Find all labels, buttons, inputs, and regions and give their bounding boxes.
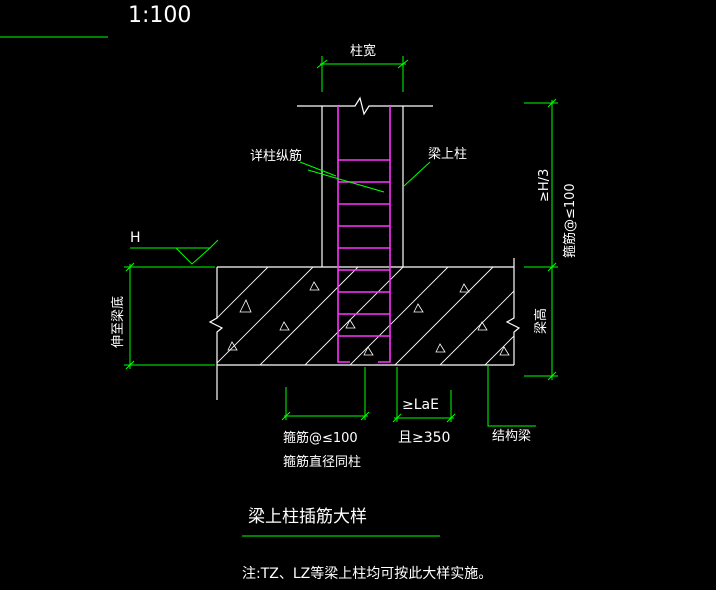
drawing-title: 梁上柱插筋大样	[248, 507, 367, 527]
beam-hatch	[217, 267, 514, 365]
structural-beam-leader	[487, 366, 536, 427]
h-over-3-label: ≥H/3	[537, 169, 552, 202]
beam-outline	[208, 258, 521, 400]
stirrup-diameter-label: 箍筋直径同柱	[283, 454, 361, 470]
concrete-aggregate	[227, 281, 510, 356]
column-width-label: 柱宽	[350, 43, 376, 59]
label-leaders	[299, 161, 431, 193]
column-width-dimension	[316, 56, 409, 92]
stirrup-spacing-right-label: 箍筋@≤100	[562, 183, 578, 258]
anchor-length-dimension	[392, 367, 456, 423]
and-350-label: 且≥350	[398, 430, 450, 446]
stirrup-spacing-bottom-label: 箍筋@≤100	[283, 430, 358, 446]
right-dimension	[524, 98, 558, 381]
beam-height-label: 梁高	[533, 308, 549, 334]
beam-column-label: 梁上柱	[428, 147, 467, 162]
column-outline	[297, 96, 433, 267]
extend-to-beam-bottom-label: 伸至梁底	[110, 296, 126, 348]
note-text: 注:TZ、LZ等梁上柱均可按此大样实施。	[242, 565, 492, 582]
anchor-length-label: ≥LaE	[402, 397, 439, 413]
elevation-mark	[130, 239, 219, 265]
column-rebars	[337, 106, 391, 363]
h-mark-label: H	[130, 230, 141, 246]
structural-beam-label: 结构梁	[492, 429, 531, 444]
scale-label: 1:100	[128, 3, 191, 28]
bottom-stirrup-dimension	[281, 367, 370, 421]
left-dimension	[124, 262, 215, 370]
detail-longitudinal-label: 详柱纵筋	[250, 148, 302, 164]
